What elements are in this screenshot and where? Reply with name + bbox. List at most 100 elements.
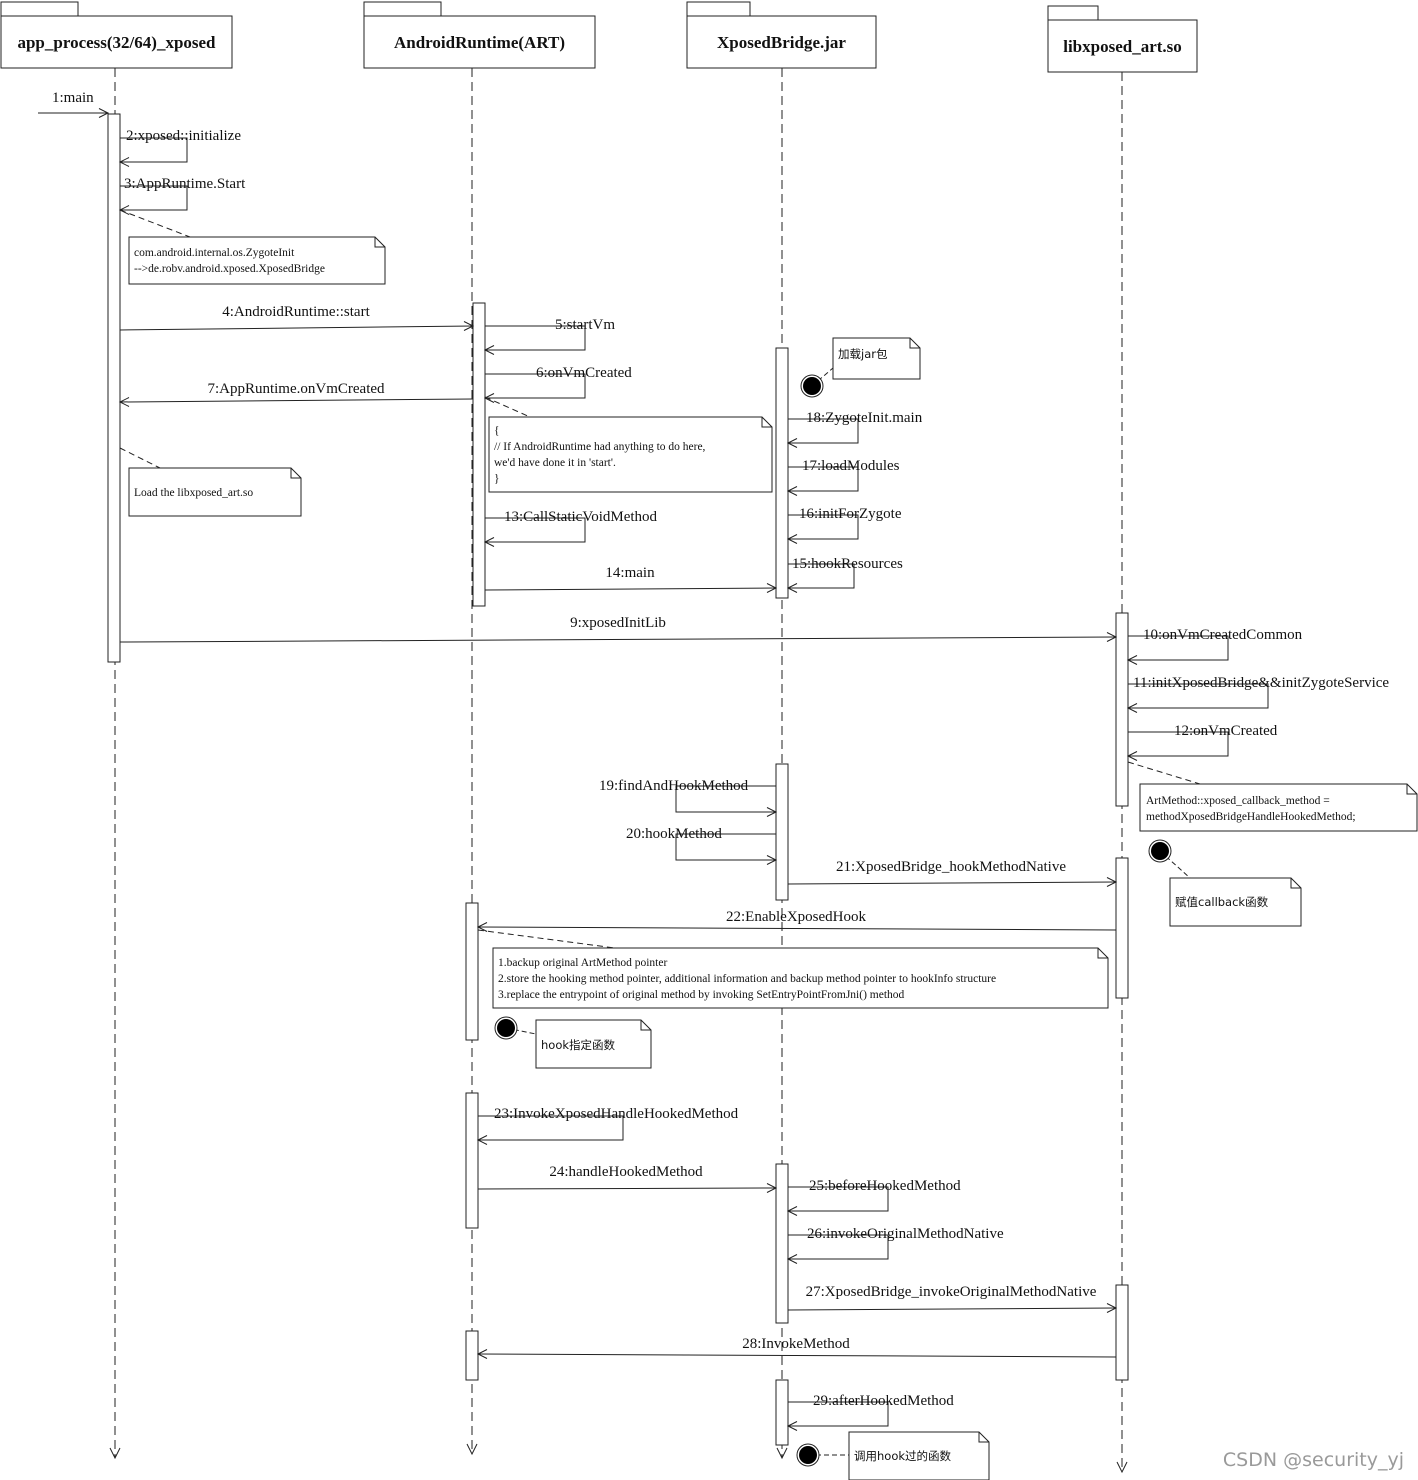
message-m7: 7:AppRuntime.onVmCreated bbox=[118, 381, 474, 407]
arrowhead bbox=[766, 1183, 778, 1193]
message-m14: 14:main bbox=[484, 565, 778, 593]
note-line: -->de.robv.android.xposed.XposedBridge bbox=[134, 263, 325, 275]
note-assign: 赋值callback函数 bbox=[1169, 877, 1302, 927]
note-dot-icon bbox=[796, 1443, 849, 1467]
arrowhead bbox=[109, 1447, 121, 1460]
participant-name: XposedBridge.jar bbox=[717, 33, 846, 52]
message-label: 22:EnableXposedHook bbox=[726, 909, 866, 925]
participant-box bbox=[363, 15, 596, 69]
note-line: 2.store the hooking method pointer, addi… bbox=[498, 973, 996, 985]
message-label: 3:AppRuntime.Start bbox=[124, 176, 246, 192]
note-dot-icon bbox=[1148, 839, 1191, 879]
message-m27: 27:XposedBridge_invokeOriginalMethodNati… bbox=[787, 1284, 1118, 1313]
message-label: 5:startVm bbox=[555, 317, 615, 333]
message-label: 20:hookMethod bbox=[626, 826, 722, 842]
activation-art bbox=[465, 902, 479, 1041]
activation-lib bbox=[1115, 1284, 1129, 1381]
note-loadlib: Load the libxposed_art.so bbox=[119, 447, 302, 517]
message-label: 12:onVmCreated bbox=[1174, 723, 1278, 739]
note-line: we'd have done it in 'start'. bbox=[494, 457, 616, 469]
message-label: 16:initForZygote bbox=[799, 506, 902, 522]
message-m16: 16:initForZygote bbox=[786, 506, 902, 544]
message-m6: 6:onVmCreated bbox=[483, 365, 632, 403]
note-line: methodXposedBridgeHandleHookedMethod; bbox=[1146, 811, 1356, 823]
arrowhead bbox=[483, 537, 495, 547]
message-m21: 21:XposedBridge_hookMethodNative bbox=[787, 859, 1118, 887]
message-m4: 4:AndroidRuntime::start bbox=[119, 304, 475, 331]
note-connector bbox=[484, 396, 531, 418]
participant-name: libxposed_art.so bbox=[1063, 37, 1182, 56]
message-m15: 15:hookResources bbox=[786, 556, 903, 593]
participant-tab bbox=[686, 1, 751, 17]
message-label: 19:findAndHookMethod bbox=[599, 778, 749, 794]
message-label: 2:xposed::initialize bbox=[126, 128, 241, 144]
note-line: 3.replace the entrypoint of original met… bbox=[498, 989, 905, 1001]
activation-art bbox=[465, 1092, 479, 1229]
note-dot-icon bbox=[494, 1016, 537, 1040]
arrowhead bbox=[1106, 1303, 1118, 1313]
note-dot-icon bbox=[800, 367, 834, 398]
message-label: 13:CallStaticVoidMethod bbox=[504, 509, 658, 525]
activation-bridge bbox=[775, 347, 789, 599]
note-line: 调用hook过的函数 bbox=[854, 1449, 952, 1463]
message-label: 9:xposedInitLib bbox=[570, 615, 666, 631]
message-label: 1:main bbox=[52, 90, 94, 106]
arrowhead bbox=[118, 397, 130, 407]
note-line: { bbox=[494, 425, 500, 437]
message-label: 27:XposedBridge_invokeOriginalMethodNati… bbox=[806, 1284, 1097, 1300]
participant-box bbox=[0, 15, 233, 69]
message-label: 10:onVmCreatedCommon bbox=[1143, 627, 1303, 643]
arrowhead bbox=[476, 922, 488, 932]
message-m28: 28:InvokeMethod bbox=[476, 1336, 1117, 1359]
message-label: 28:InvokeMethod bbox=[742, 1336, 850, 1352]
activation-lib bbox=[1115, 857, 1129, 999]
arrowhead bbox=[1126, 703, 1138, 713]
message-label: 11:initXposedBridge&&initZygoteService bbox=[1133, 675, 1389, 691]
note-loadjar: 加载jar包 bbox=[832, 337, 921, 380]
participant-box bbox=[686, 15, 877, 69]
message-label: 21:XposedBridge_hookMethodNative bbox=[836, 859, 1066, 875]
note-line: 1.backup original ArtMethod pointer bbox=[498, 957, 667, 969]
arrowhead bbox=[476, 1349, 488, 1359]
message-m23: 23:InvokeXposedHandleHookedMethod bbox=[476, 1106, 739, 1145]
participant-tab bbox=[363, 1, 442, 17]
arrowhead bbox=[786, 486, 798, 496]
note-art-comment: {// If AndroidRuntime had anything to do… bbox=[484, 396, 773, 493]
arrowhead bbox=[466, 1443, 478, 1456]
arrowhead bbox=[1126, 751, 1138, 761]
activation-art bbox=[472, 302, 486, 607]
participant-tab bbox=[1047, 5, 1099, 21]
message-m5: 5:startVm bbox=[483, 317, 615, 355]
arrowhead bbox=[786, 1254, 798, 1264]
arrowhead bbox=[786, 534, 798, 544]
message-m17: 17:loadModules bbox=[786, 458, 900, 496]
participant-name: app_process(32/64)_xposed bbox=[17, 33, 216, 52]
note-hookfn: hook指定函数 bbox=[535, 1019, 652, 1069]
arrowhead bbox=[1116, 1461, 1128, 1474]
message-m19: 19:findAndHookMethod bbox=[599, 778, 778, 817]
message-label: 25:beforeHookedMethod bbox=[809, 1178, 961, 1194]
arrowhead bbox=[776, 1447, 788, 1460]
arrowhead bbox=[766, 583, 778, 593]
message-label: 6:onVmCreated bbox=[536, 365, 632, 381]
arrowhead bbox=[786, 438, 798, 448]
arrowhead bbox=[1106, 877, 1118, 887]
message-label: 26:invokeOriginalMethodNative bbox=[807, 1226, 1004, 1242]
note-connector bbox=[477, 929, 616, 949]
message-label: 29:afterHookedMethod bbox=[813, 1393, 954, 1409]
arrowhead bbox=[786, 583, 798, 593]
note-connector bbox=[1127, 761, 1201, 785]
activation-bridge bbox=[775, 763, 789, 901]
note-line: com.android.internal.os.ZygoteInit bbox=[134, 247, 295, 259]
arrowhead bbox=[1106, 632, 1118, 642]
message-m18: 18:ZygoteInit.main bbox=[786, 410, 923, 448]
note-line: ArtMethod::xposed_callback_method = bbox=[1146, 795, 1330, 807]
message-m20: 20:hookMethod bbox=[626, 826, 778, 865]
note-callback: ArtMethod::xposed_callback_method =metho… bbox=[1127, 761, 1418, 832]
note-line: } bbox=[494, 473, 500, 485]
arrowhead bbox=[476, 1135, 488, 1145]
note-connector bbox=[119, 447, 161, 469]
arrowhead bbox=[463, 321, 475, 331]
message-label: 7:AppRuntime.onVmCreated bbox=[207, 381, 385, 397]
message-m10: 10:onVmCreatedCommon bbox=[1126, 627, 1303, 665]
